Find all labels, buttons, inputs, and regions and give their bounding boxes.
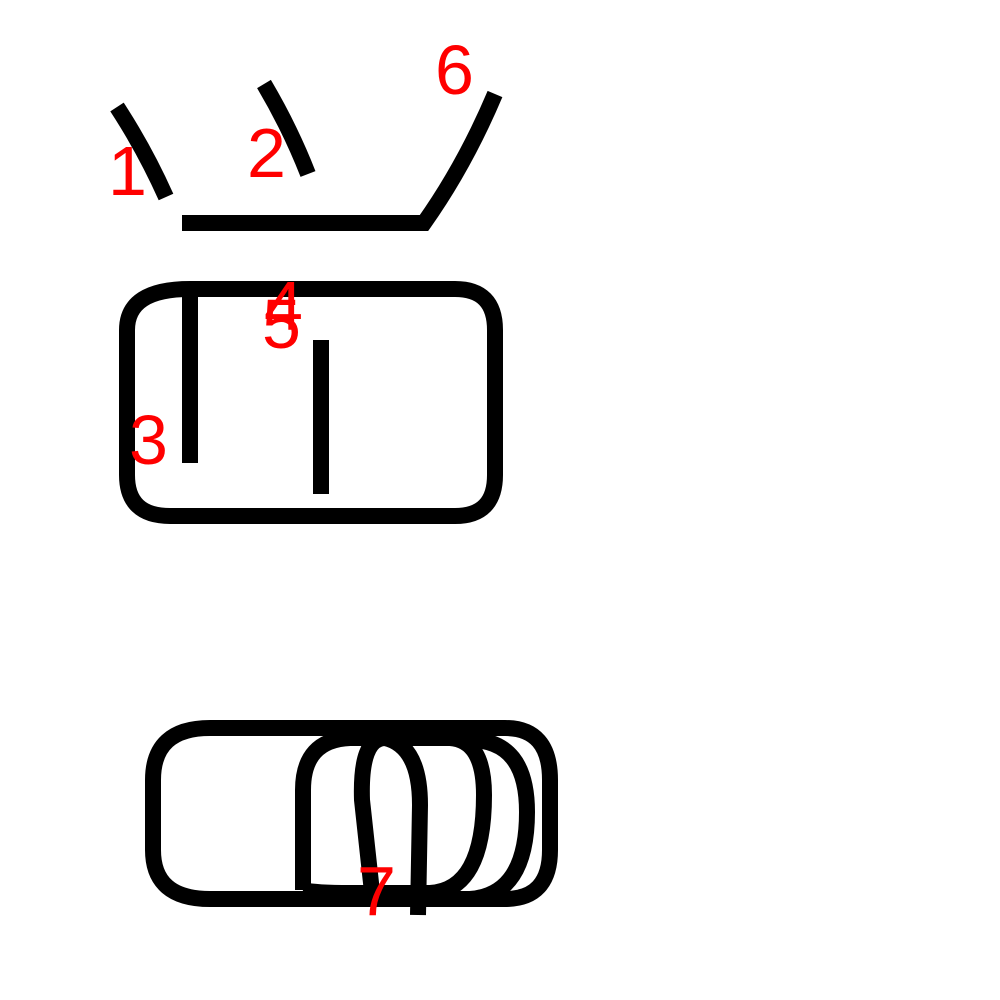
label-2: 2: [247, 114, 286, 192]
stroke-2: [257, 79, 316, 177]
stroke-1: [110, 102, 174, 201]
middle-box: [119, 281, 503, 524]
label-4: 4: [264, 267, 303, 345]
stroke-6-roof: [182, 90, 503, 231]
bottom-arch-left: [295, 730, 493, 901]
bottom-box-outer: [145, 720, 558, 907]
bottom-arch-right: [469, 732, 536, 907]
bottom-arch-center: [353, 729, 429, 916]
label-1: 1: [108, 132, 147, 210]
label-3: 3: [129, 401, 168, 479]
label-7: 7: [357, 852, 396, 930]
label-5: 5: [262, 285, 301, 363]
label-6: 6: [435, 31, 474, 109]
